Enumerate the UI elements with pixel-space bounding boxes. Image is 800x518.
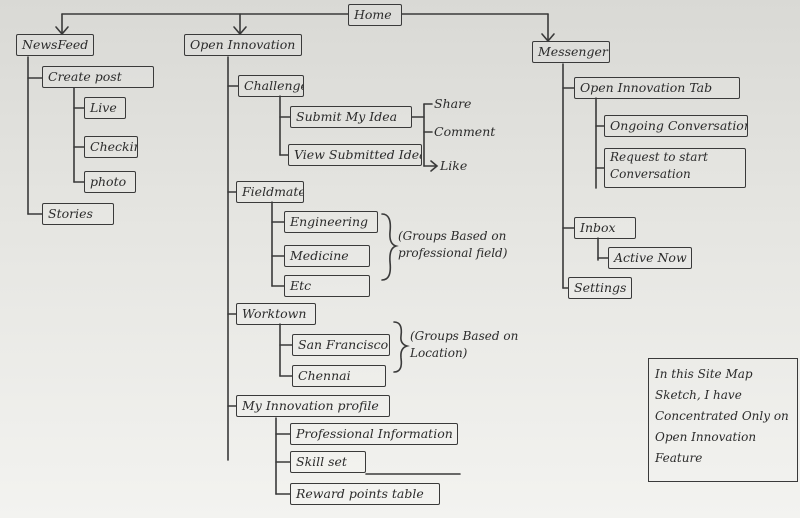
messenger-node: Messenger: [532, 41, 610, 63]
request-conversation-node: Request to start Conversation: [604, 148, 746, 188]
engineering-node: Engineering: [284, 211, 378, 233]
checkin-node: Checkin: [84, 136, 138, 158]
share-action: Share: [434, 96, 472, 111]
etc-node: Etc: [284, 275, 370, 297]
create-post-node: Create post: [42, 66, 154, 88]
reward-points-table-node: Reward points table: [290, 483, 440, 505]
innovation-profile-node: My Innovation profile: [236, 395, 390, 417]
settings-node: Settings: [568, 277, 632, 299]
ongoing-conversation-node: Ongoing Conversation: [604, 115, 748, 137]
worktown-grouping-note: (Groups Based on Location): [410, 329, 519, 360]
submit-idea-node: Submit My Idea: [290, 106, 412, 128]
professional-information-node: Professional Information: [290, 423, 458, 445]
home-node: Home: [348, 4, 402, 26]
worktown-node: Worktown: [236, 303, 316, 325]
chennai-node: Chennai: [292, 365, 386, 387]
fieldmates-grouping-note: (Groups Based on professional field): [398, 229, 508, 260]
open-innovation-tab-node: Open Innovation Tab: [574, 77, 740, 99]
inbox-node: Inbox: [574, 217, 636, 239]
newsfeed-node: NewsFeed: [16, 34, 94, 56]
view-submitted-idea-node: View Submitted Idea: [288, 144, 422, 166]
photo-node: photo: [84, 171, 136, 193]
active-now-node: Active Now: [608, 247, 692, 269]
medicine-node: Medicine: [284, 245, 370, 267]
sitemap-footnote: In this Site Map Sketch, I have Concentr…: [648, 358, 798, 482]
comment-action: Comment: [434, 124, 496, 139]
challenge-node: Challenge: [238, 75, 304, 97]
open-innovation-node: Open Innovation: [184, 34, 302, 56]
stories-node: Stories: [42, 203, 114, 225]
live-node: Live: [84, 97, 126, 119]
san-francisco-node: San Francisco: [292, 334, 390, 356]
like-action: Like: [440, 158, 468, 173]
fieldmates-node: Fieldmates: [236, 181, 304, 203]
skill-set-node: Skill set: [290, 451, 366, 473]
